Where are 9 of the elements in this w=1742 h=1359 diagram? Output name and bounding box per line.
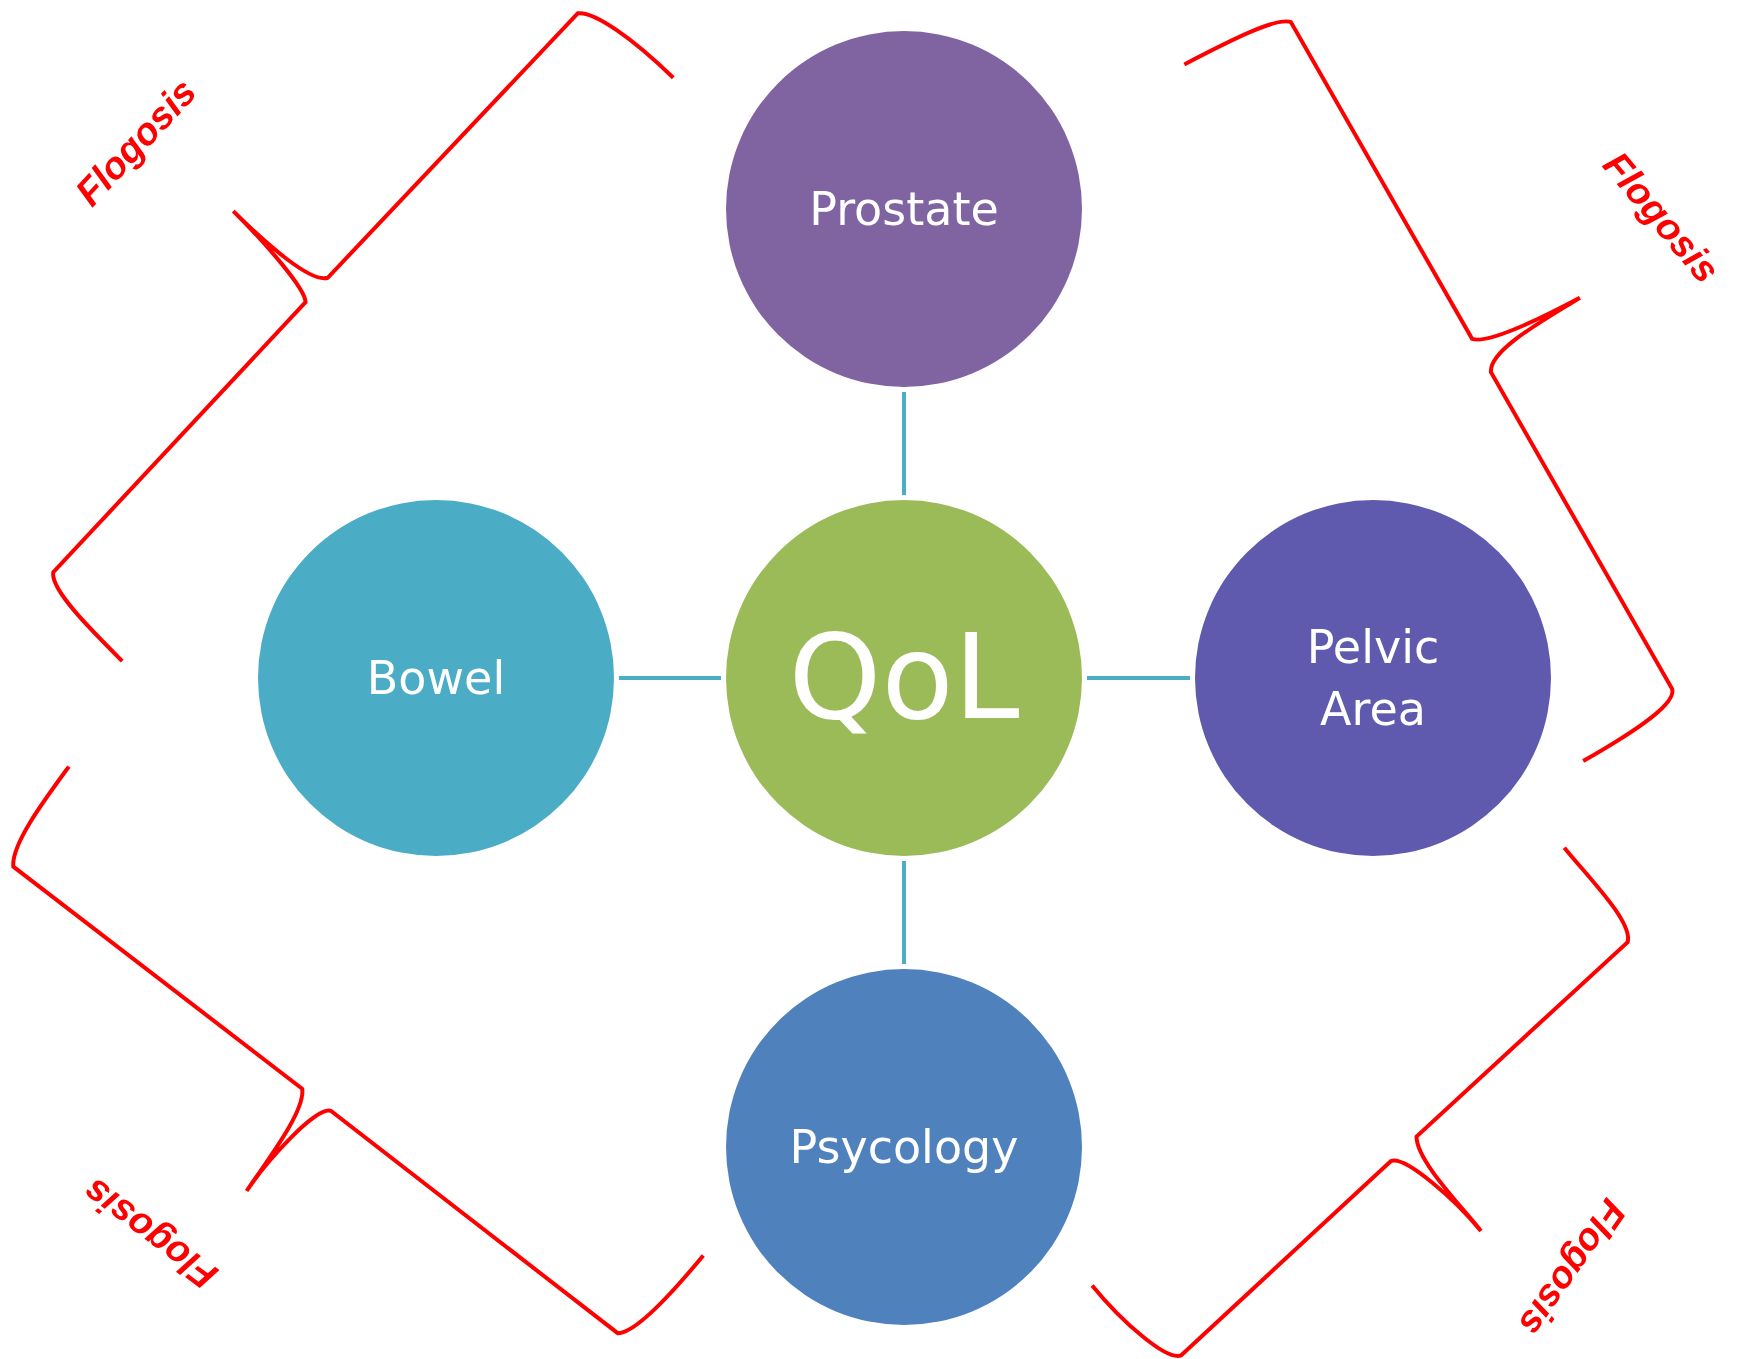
node-label: Bowel xyxy=(366,649,506,707)
connector-line xyxy=(902,861,906,964)
connector-line xyxy=(902,392,906,495)
node-label: Pelvic Area xyxy=(1305,618,1441,738)
connector-line xyxy=(619,676,721,680)
node-label: QoL xyxy=(788,607,1020,749)
connector-line xyxy=(1087,676,1190,680)
node-label: Prostate xyxy=(809,180,999,238)
node-label: Psycology xyxy=(789,1118,1019,1176)
